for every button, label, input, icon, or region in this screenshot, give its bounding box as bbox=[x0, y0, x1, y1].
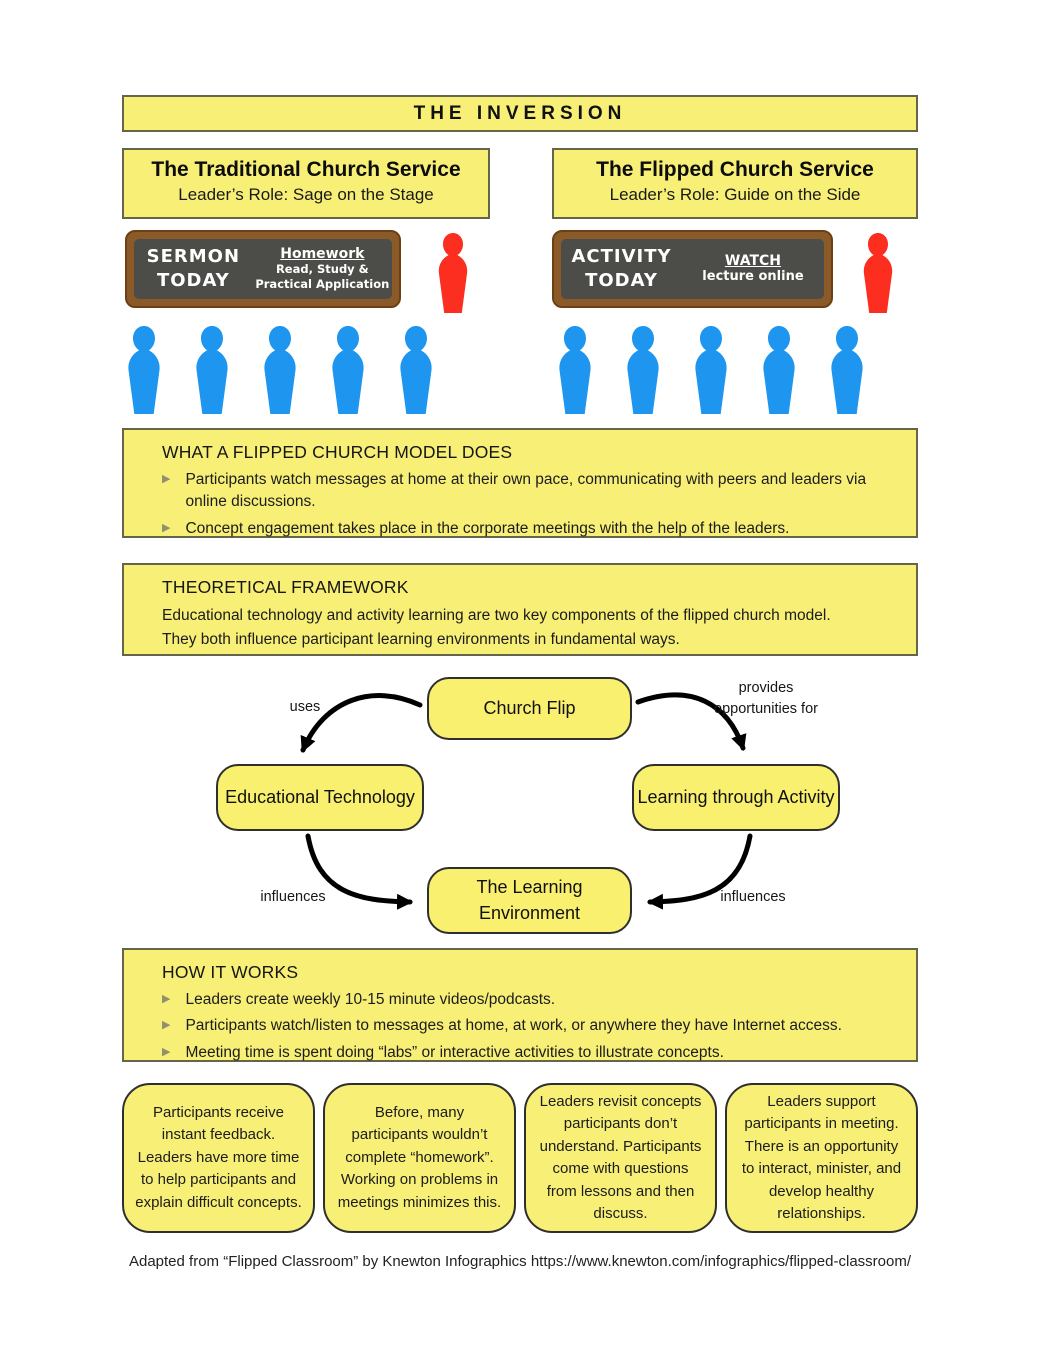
node-learning-through-activity: Learning through Activity bbox=[632, 764, 840, 831]
edge-label-influences-right: influences bbox=[720, 889, 786, 905]
node-church-flip: Church Flip bbox=[427, 677, 632, 740]
congregation-person-icon bbox=[326, 322, 370, 418]
how-bullet: ▶ Meeting time is spent doing “labs” or … bbox=[162, 1042, 896, 1064]
attribution-text: Adapted from “Flipped Classroom” by Knew… bbox=[128, 1253, 912, 1270]
what-heading: WHAT A FLIPPED CHURCH MODEL DOES bbox=[162, 442, 513, 462]
blackboard-surface: SERMON TODAY Homework Read, Study & Prac… bbox=[134, 239, 392, 299]
congregation-person-icon bbox=[621, 322, 665, 418]
activity-today-text: ACTIVITY TODAY bbox=[571, 245, 672, 291]
framework-line: They both influence participant learning… bbox=[162, 631, 680, 649]
node-educational-technology: Educational Technology bbox=[216, 764, 424, 831]
triangle-bullet-icon: ▶ bbox=[162, 1019, 171, 1032]
traditional-title: The Traditional Church Service bbox=[151, 158, 461, 181]
congregation-person-icon bbox=[122, 322, 166, 418]
what-bullet: ▶ Participants watch messages at home at… bbox=[162, 469, 896, 514]
edge-label-provides: provides opportunities for bbox=[714, 680, 818, 718]
flipped-header-box: The Flipped Church Service Leader’s Role… bbox=[552, 148, 918, 219]
leader-person-icon bbox=[433, 227, 473, 319]
triangle-bullet-icon: ▶ bbox=[162, 473, 171, 485]
congregation-person-icon bbox=[825, 322, 869, 418]
edge-label-uses: uses bbox=[289, 699, 321, 715]
framework-heading: THEORETICAL FRAMEWORK bbox=[162, 577, 409, 597]
triangle-bullet-icon: ▶ bbox=[162, 993, 171, 1005]
blackboard-surface: ACTIVITY TODAY WATCH lecture online bbox=[561, 239, 824, 299]
triangle-bullet-icon: ▶ bbox=[162, 1045, 171, 1058]
traditional-header-box: The Traditional Church Service Leader’s … bbox=[122, 148, 490, 219]
what-section-box: WHAT A FLIPPED CHURCH MODEL DOES ▶ Parti… bbox=[122, 428, 918, 538]
framework-section-box: THEORETICAL FRAMEWORK Educational techno… bbox=[122, 563, 918, 656]
flipped-subtitle: Leader’s Role: Guide on the Side bbox=[609, 185, 861, 204]
benefit-box-feedback: Participants receive instant feedback. L… bbox=[122, 1083, 315, 1233]
flipped-title: The Flipped Church Service bbox=[596, 158, 874, 181]
congregation-person-icon bbox=[757, 322, 801, 418]
congregation-person-icon bbox=[689, 322, 733, 418]
sermon-today-text: SERMON TODAY bbox=[146, 245, 241, 291]
how-bullet: ▶ Participants watch/listen to messages … bbox=[162, 1015, 896, 1037]
benefit-box-revisit: Leaders revisit concepts participants do… bbox=[524, 1083, 717, 1233]
node-learning-environment: The Learning Environment bbox=[427, 867, 632, 934]
congregation-person-icon bbox=[394, 322, 438, 418]
how-section-box: HOW IT WORKS ▶ Leaders create weekly 10-… bbox=[122, 948, 918, 1062]
how-heading: HOW IT WORKS bbox=[162, 962, 299, 982]
framework-line: Educational technology and activity lear… bbox=[162, 607, 831, 624]
triangle-bullet-icon: ▶ bbox=[162, 521, 171, 534]
congregation-row-left bbox=[122, 322, 438, 418]
leader-person-icon bbox=[858, 227, 898, 319]
benefit-box-homework: Before, many participants wouldn’t compl… bbox=[323, 1083, 516, 1233]
flipped-blackboard: ACTIVITY TODAY WATCH lecture online bbox=[552, 230, 833, 308]
how-bullet: ▶ Leaders create weekly 10-15 minute vid… bbox=[162, 989, 896, 1011]
congregation-person-icon bbox=[190, 322, 234, 418]
traditional-subtitle: Leader’s Role: Sage on the Stage bbox=[178, 185, 434, 204]
watch-text: WATCH lecture online bbox=[702, 252, 804, 284]
what-bullet: ▶ Concept engagement takes place in the … bbox=[162, 518, 896, 540]
edge-label-influences-left: influences bbox=[260, 889, 326, 905]
congregation-person-icon bbox=[258, 322, 302, 418]
page-title: THE INVERSION bbox=[122, 95, 918, 132]
congregation-person-icon bbox=[553, 322, 597, 418]
traditional-blackboard: SERMON TODAY Homework Read, Study & Prac… bbox=[125, 230, 401, 308]
benefit-box-support: Leaders support participants in meeting.… bbox=[725, 1083, 918, 1233]
homework-text: Homework Read, Study & Practical Applica… bbox=[255, 246, 390, 291]
congregation-row-right bbox=[553, 322, 869, 418]
